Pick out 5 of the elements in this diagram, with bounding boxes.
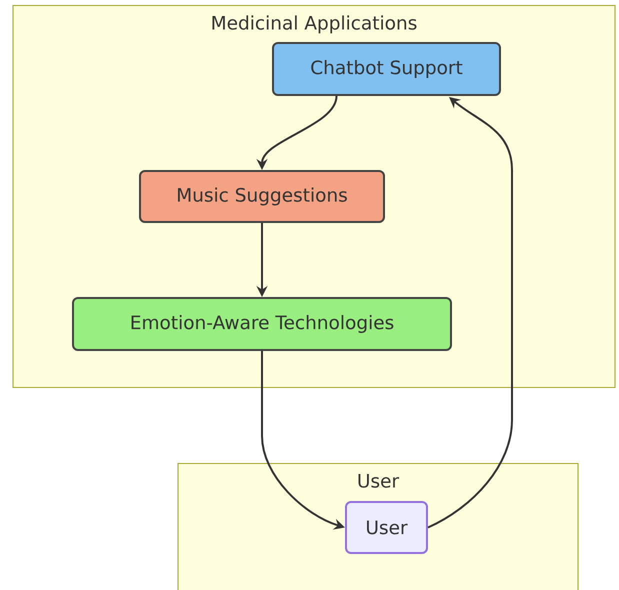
process-box: Chatbot Support [272,42,501,96]
process-box: User [345,501,428,554]
process-box: Emotion-Aware Technologies [72,297,452,351]
process-box: Music Suggestions [139,170,385,223]
arrow [428,97,513,528]
